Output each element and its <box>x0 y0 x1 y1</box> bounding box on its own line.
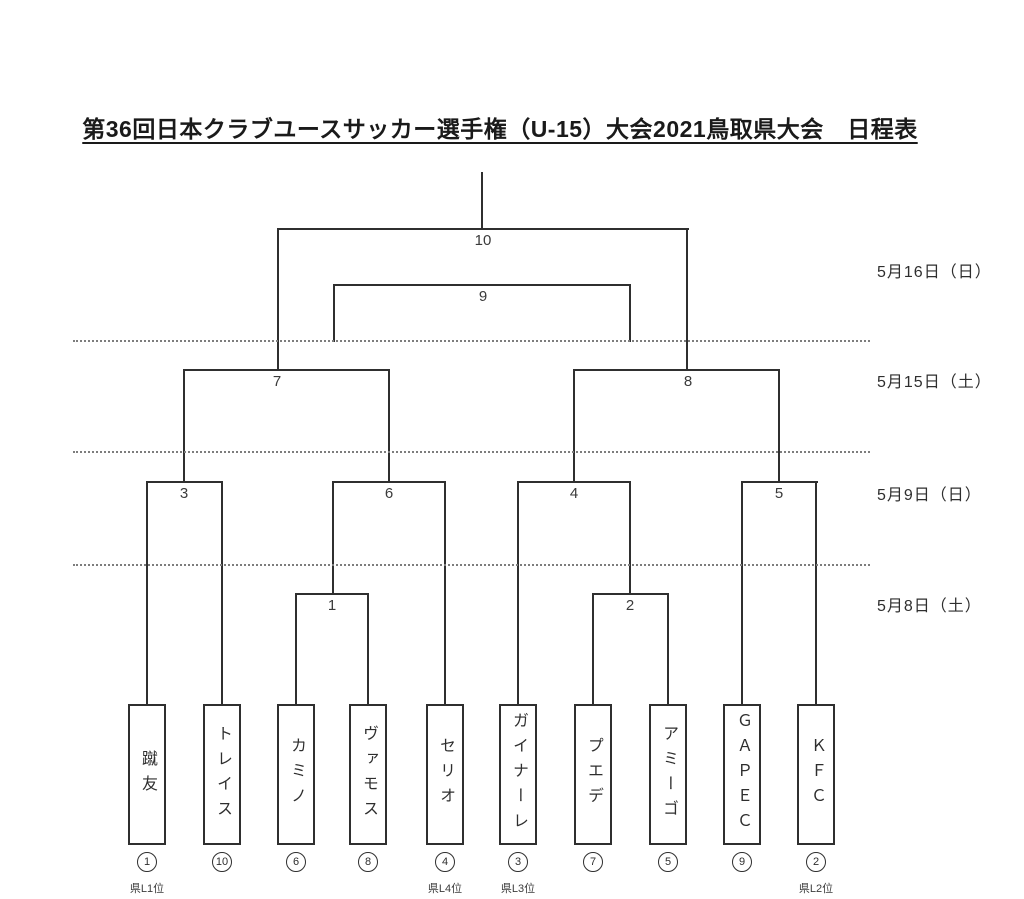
team-name: ＫＦＣ <box>808 737 825 812</box>
team: ヴァモス 8 <box>349 704 387 872</box>
team-box: ＧＡＰＥＣ <box>723 704 761 845</box>
team-box: セリオ <box>426 704 464 845</box>
team-note: 県L2位 <box>798 883 834 895</box>
team-seed-badge: 9 <box>732 852 752 872</box>
bracket-line <box>367 593 369 704</box>
bracket-line <box>333 284 335 342</box>
team-name: ＧＡＰＥＣ <box>734 712 751 837</box>
team-name: トレイス <box>214 724 231 825</box>
bracket-line <box>742 481 818 483</box>
team-seed-badge: 4 <box>435 852 455 872</box>
match-number: 1 <box>327 597 337 614</box>
team: トレイス 10 <box>203 704 241 872</box>
team-name: ヴァモス <box>360 724 377 825</box>
bracket-line <box>629 284 631 342</box>
bracket-line <box>686 228 688 370</box>
bracket-line <box>575 369 780 371</box>
team-name: アミーゴ <box>660 724 677 825</box>
team-box: トレイス <box>203 704 241 845</box>
team: ＫＦＣ 2 県L2位 <box>797 704 835 895</box>
team-seed-badge: 10 <box>212 852 232 872</box>
team: カミノ 6 <box>277 704 315 872</box>
date-label: 5月16日（日） <box>877 264 992 281</box>
bracket-line <box>573 369 575 482</box>
team-seed-badge: 5 <box>658 852 678 872</box>
team-seed-badge: 7 <box>583 852 603 872</box>
team-seed-badge: 8 <box>358 852 378 872</box>
team-seed-badge: 6 <box>286 852 306 872</box>
bracket-line <box>815 481 817 704</box>
match-number: 10 <box>474 232 492 249</box>
date-label: 5月8日（土） <box>877 598 982 615</box>
bracket-line <box>221 481 223 704</box>
bracket-line <box>146 481 148 704</box>
team-name: カミノ <box>288 737 305 812</box>
round-separator-line <box>73 451 870 453</box>
team: アミーゴ 5 <box>649 704 687 872</box>
bracket-line <box>667 593 669 704</box>
match-number: 9 <box>478 288 488 305</box>
bracket-line <box>277 228 689 230</box>
match-number: 3 <box>179 485 189 502</box>
bracket-line <box>481 172 483 229</box>
bracket-line <box>517 481 519 704</box>
bracket-line <box>592 593 594 704</box>
bracket-line <box>333 284 631 286</box>
bracket-line <box>296 593 369 595</box>
bracket-line <box>333 481 446 483</box>
bracket-line <box>593 593 669 595</box>
bracket-line <box>741 481 743 704</box>
bracket-line <box>147 481 223 483</box>
team-name: 蹴友 <box>139 749 156 800</box>
team-box: ＫＦＣ <box>797 704 835 845</box>
team-box: カミノ <box>277 704 315 845</box>
match-number: 7 <box>272 373 282 390</box>
date-label: 5月9日（日） <box>877 487 982 504</box>
match-number: 2 <box>625 597 635 614</box>
team: セリオ 4 県L4位 <box>426 704 464 895</box>
match-number: 4 <box>569 485 579 502</box>
bracket-line <box>277 228 279 370</box>
team-box: アミーゴ <box>649 704 687 845</box>
team-name: プエデ <box>585 737 602 812</box>
team-box: プエデ <box>574 704 612 845</box>
bracket-line <box>444 481 446 704</box>
team-name: ガイナーレ <box>510 712 527 837</box>
bracket-line <box>629 481 631 594</box>
team-box: ヴァモス <box>349 704 387 845</box>
team-name: セリオ <box>437 737 454 812</box>
bracket-line <box>332 481 334 594</box>
team: ＧＡＰＥＣ 9 <box>723 704 761 872</box>
team-seed-badge: 3 <box>508 852 528 872</box>
match-number: 8 <box>683 373 693 390</box>
team-box: ガイナーレ <box>499 704 537 845</box>
team: 蹴友 1 県L1位 <box>128 704 166 895</box>
match-number: 5 <box>774 485 784 502</box>
team-box: 蹴友 <box>128 704 166 845</box>
team-note: 県L3位 <box>500 883 536 895</box>
bracket-line <box>183 369 185 482</box>
match-number: 6 <box>384 485 394 502</box>
bracket-line <box>778 369 780 482</box>
bracket-line <box>518 481 631 483</box>
bracket-line <box>184 369 390 371</box>
team: プエデ 7 <box>574 704 612 872</box>
team-seed-badge: 2 <box>806 852 826 872</box>
round-separator-line <box>73 340 870 342</box>
page-title: 第36回日本クラブユースサッカー選手権（U-15）大会2021鳥取県大会 日程表 <box>82 116 918 142</box>
team-seed-badge: 1 <box>137 852 157 872</box>
date-label: 5月15日（土） <box>877 374 992 391</box>
team-note: 県L1位 <box>129 883 165 895</box>
round-separator-line <box>73 564 870 566</box>
team-note: 県L4位 <box>427 883 463 895</box>
bracket-line <box>388 369 390 482</box>
bracket-line <box>295 593 297 704</box>
team: ガイナーレ 3 県L3位 <box>499 704 537 895</box>
